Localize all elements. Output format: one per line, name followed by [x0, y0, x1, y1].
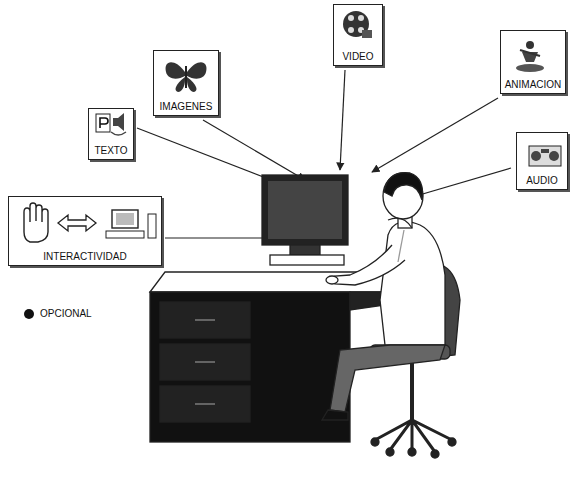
video-icon — [343, 11, 372, 38]
legend-item: OPCIONAL — [24, 308, 92, 319]
legend-dot — [24, 309, 34, 319]
audio-icon — [529, 146, 561, 166]
interactivity-icon — [24, 203, 156, 242]
media-label: ANIMACION — [501, 79, 565, 90]
media-box: INTERACTIVIDAD — [8, 196, 162, 266]
media-label: TEXTO — [89, 145, 133, 156]
media-label: IMAGENES — [154, 101, 218, 112]
media-box: VIDEO — [333, 4, 383, 66]
legend-label: OPCIONAL — [40, 308, 92, 319]
butterfly-icon — [166, 62, 207, 92]
pointer-arrow — [137, 70, 511, 238]
text-icon — [96, 113, 126, 135]
media-label: VIDEO — [334, 51, 382, 62]
media-box: IMAGENES — [153, 50, 219, 116]
media-label: INTERACTIVIDAD — [9, 251, 161, 262]
media-label: AUDIO — [517, 175, 567, 186]
media-box: AUDIO — [516, 132, 568, 190]
media-box: ANIMACION — [500, 30, 566, 94]
animation-icon — [516, 41, 544, 72]
pointer-arrow — [372, 98, 498, 172]
pointer-arrow — [203, 120, 305, 180]
pointer-arrow — [340, 70, 345, 170]
media-box: TEXTO — [88, 108, 134, 160]
user-at-computer — [150, 173, 460, 458]
